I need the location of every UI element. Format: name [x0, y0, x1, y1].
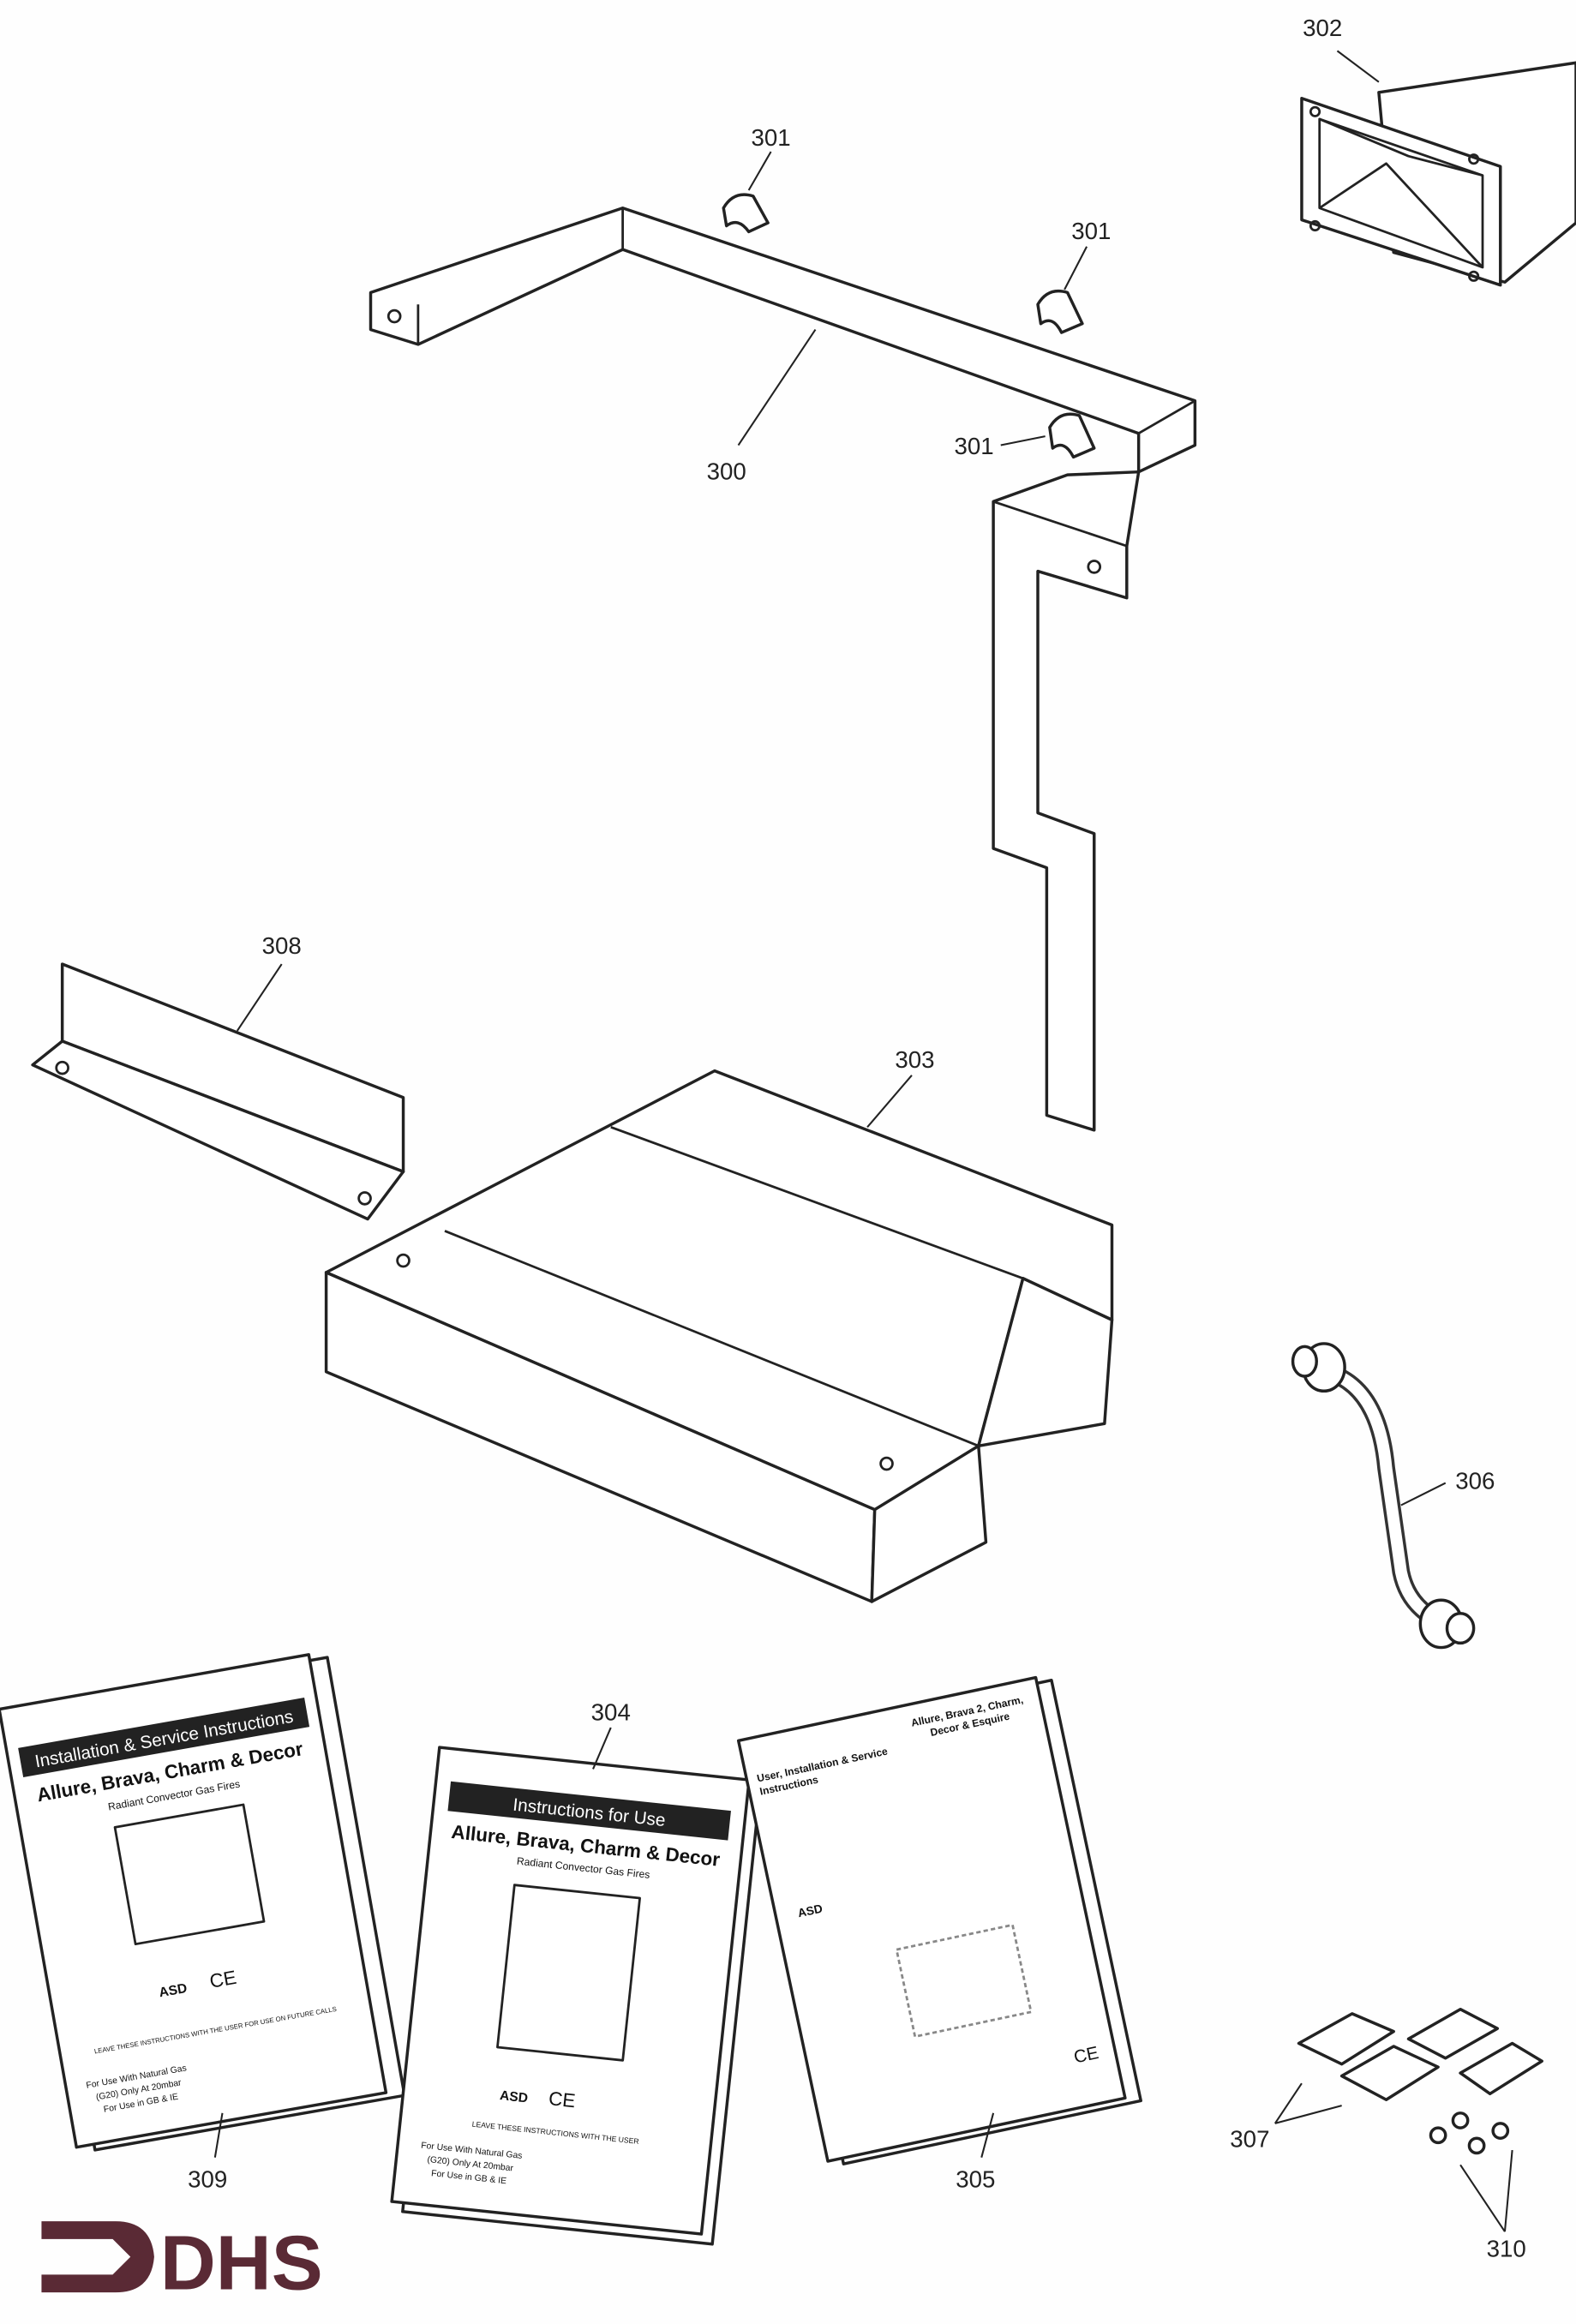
logo-text: DHS: [160, 2221, 323, 2307]
part-310-screws: [1429, 2111, 1510, 2155]
leader-lines: [213, 50, 1513, 2232]
manual-305: User, Installation & Service Instruction…: [736, 1675, 1142, 2165]
callout-301: 301: [1071, 218, 1111, 244]
part-303-hood: [324, 1069, 1114, 1603]
callout-308: 308: [262, 932, 302, 959]
callout-307: 307: [1230, 2126, 1269, 2153]
callout-labels: 302 301 301 301 300 308 303 306 304 309 …: [188, 15, 1526, 2262]
callout-303: 303: [895, 1046, 934, 1073]
ce-mark: CE: [208, 1967, 238, 1992]
callout-310: 310: [1487, 2236, 1526, 2262]
part-307-shims: [1297, 2007, 1543, 2101]
part-301-clips: [722, 193, 1096, 459]
asd-logo: ASD: [796, 1902, 824, 1920]
part-308-angle-bracket: [31, 962, 405, 1221]
part-300-bracket: [369, 207, 1197, 1132]
callout-301: 301: [752, 124, 791, 151]
manual-304: Instructions for Use Allure, Brava, Char…: [390, 1746, 762, 2246]
dhs-logo: DHS: [41, 2221, 323, 2307]
callout-305: 305: [956, 2165, 995, 2192]
callout-306: 306: [1455, 1467, 1495, 1494]
ce-mark: CE: [548, 2087, 577, 2111]
callout-301: 301: [955, 433, 994, 459]
callout-302: 302: [1303, 15, 1342, 41]
asd-logo: ASD: [499, 2088, 528, 2105]
part-306-gas-pipe: [1291, 1342, 1476, 1650]
manual-309: Installation & Service Instructions Allu…: [0, 1653, 406, 2152]
callout-304: 304: [591, 1698, 631, 1725]
callout-300: 300: [707, 458, 746, 484]
part-302-duct: [1300, 61, 1576, 287]
asd-logo: ASD: [158, 1981, 188, 2000]
callout-309: 309: [188, 2165, 227, 2192]
